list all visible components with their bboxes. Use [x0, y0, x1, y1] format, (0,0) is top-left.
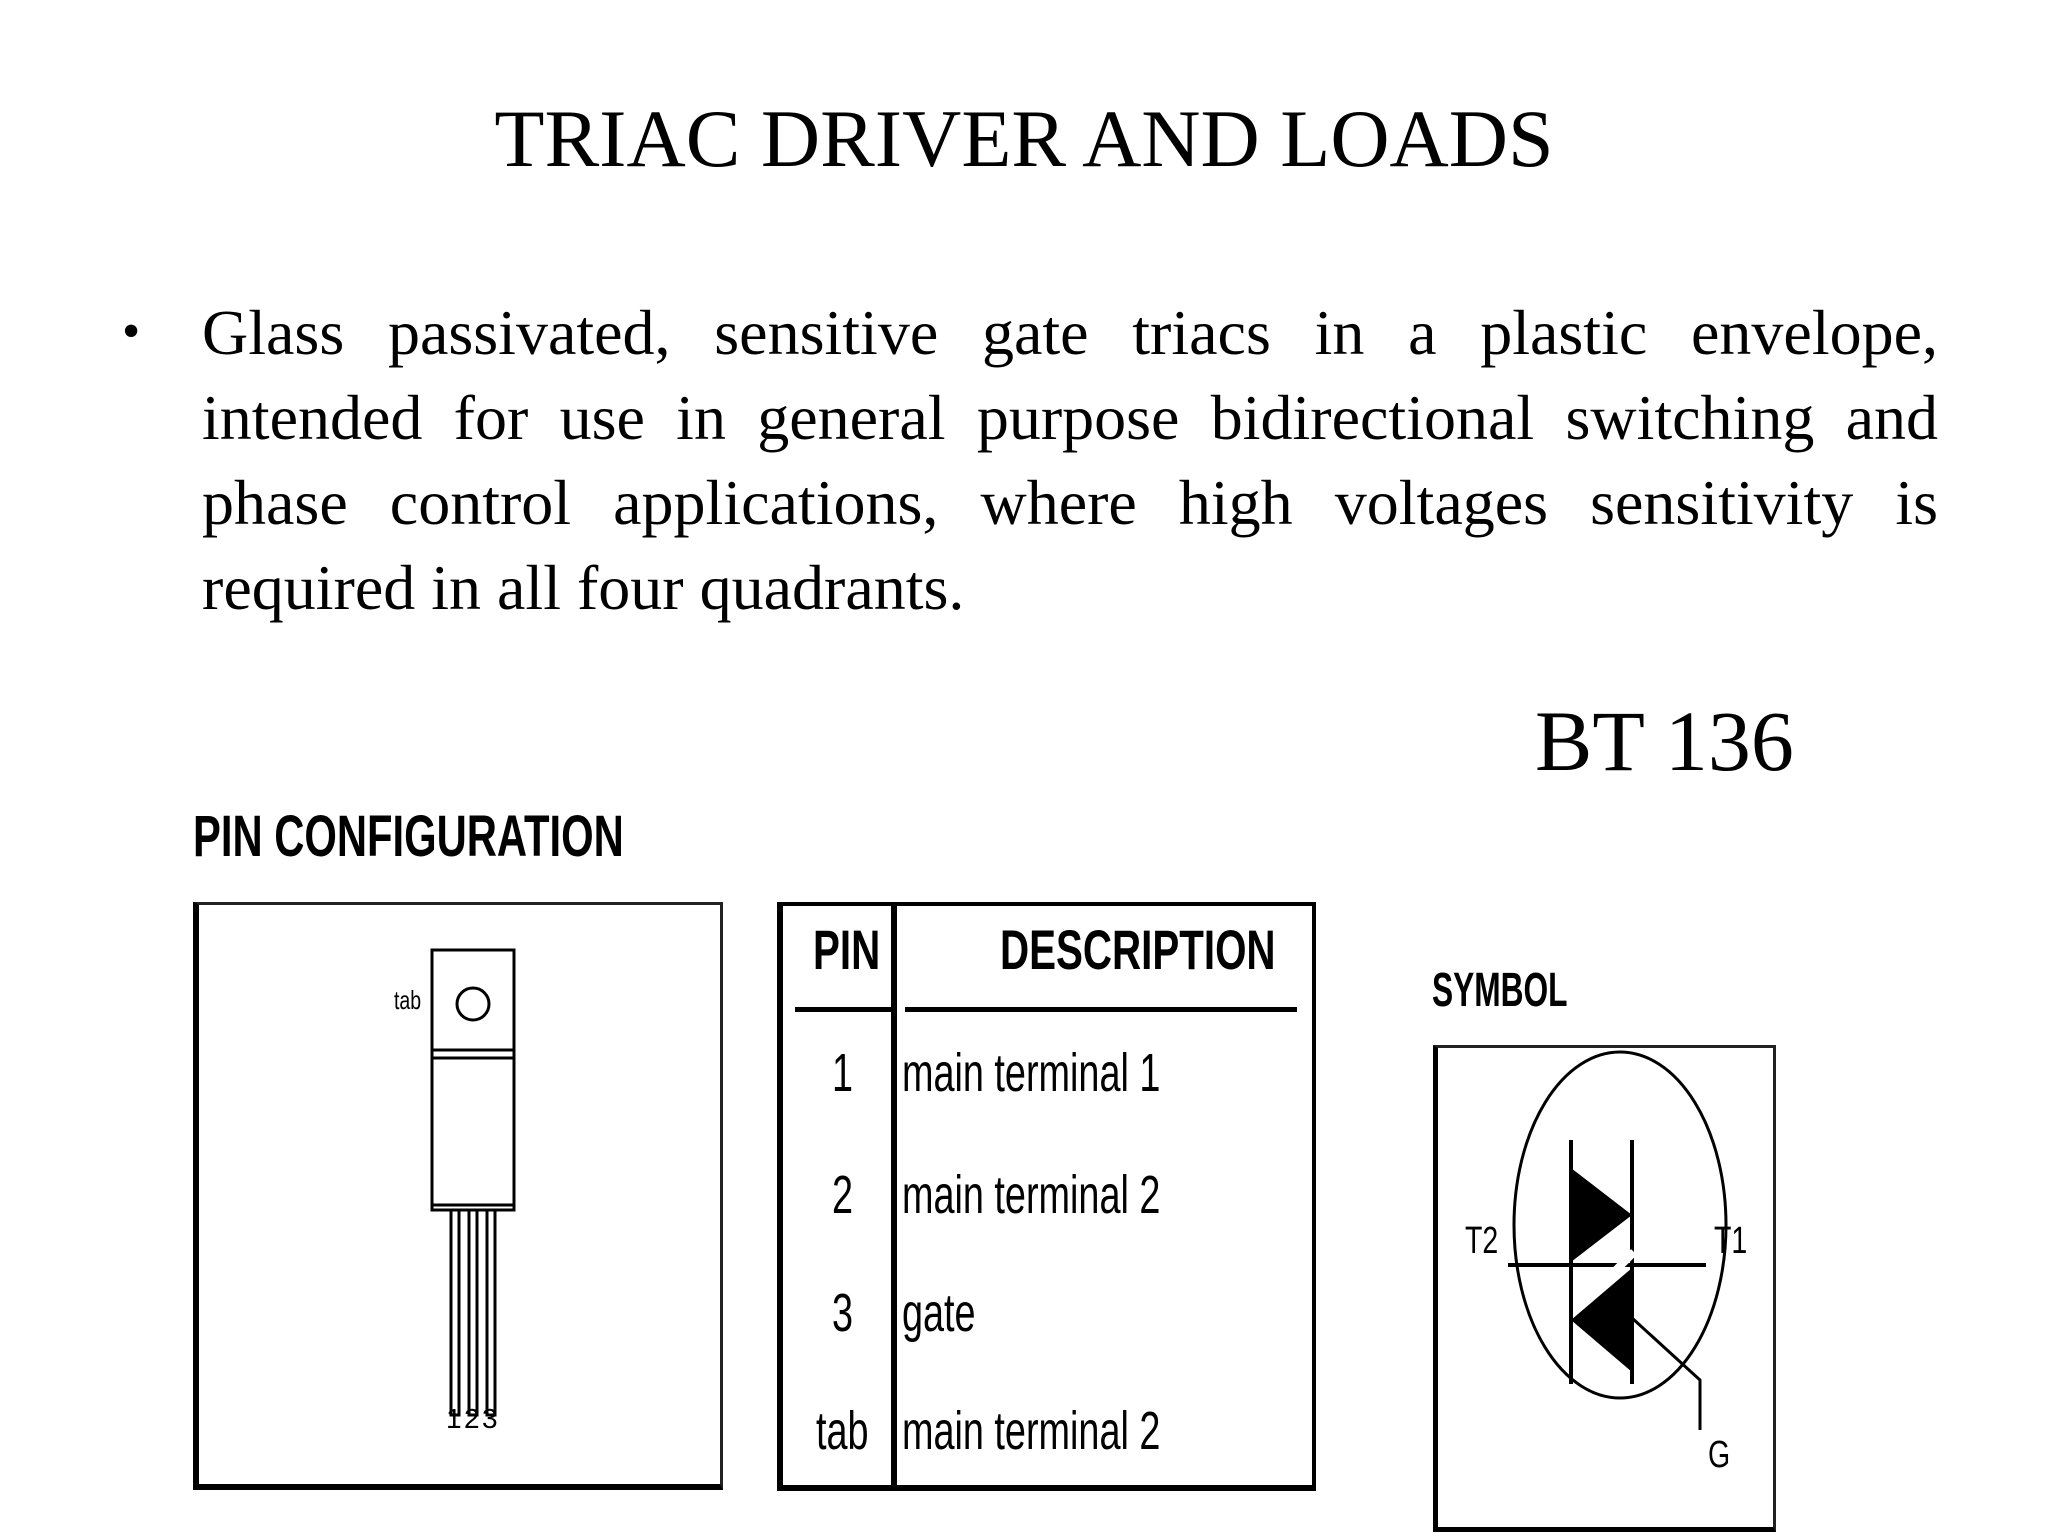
pin-configuration-heading: PIN CONFIGURATION [193, 804, 624, 869]
table-row-4-pin: tab [816, 1401, 869, 1461]
gate-label: G [1708, 1434, 1731, 1476]
lead-number-2: 2 [464, 1403, 480, 1434]
pin-table-divider [891, 902, 897, 1487]
description-column-header: DESCRIPTION [1000, 918, 1276, 981]
symbol-frame [1433, 1045, 1776, 1532]
slide-title: TRIAC DRIVER AND LOADS [494, 93, 1554, 184]
symbol-heading: SYMBOL [1432, 964, 1568, 1017]
part-number: BT 136 [1535, 693, 1794, 789]
lead-number-1: 1 [446, 1403, 462, 1434]
lead-number-3: 3 [482, 1403, 498, 1434]
pin-column-header: PIN [813, 918, 881, 981]
table-row-3-description: gate [902, 1283, 976, 1343]
t2-label: T2 [1465, 1220, 1499, 1262]
package-drawing-frame [193, 902, 723, 1490]
table-row-1-description: main terminal 1 [902, 1043, 1161, 1103]
table-row-3-pin: 3 [832, 1283, 854, 1343]
table-row-1-pin: 1 [832, 1043, 854, 1103]
pin-table [777, 902, 1316, 1491]
table-row-2-description: main terminal 2 [902, 1165, 1161, 1225]
table-row-2-pin: 2 [832, 1165, 854, 1225]
description-header-rule [905, 1007, 1297, 1012]
tab-label: tab [394, 985, 422, 1015]
pin-header-rule [795, 1007, 891, 1012]
bullet-marker: • [122, 303, 141, 360]
bullet-paragraph: Glass passivated, sensitive gate triacs … [202, 297, 1938, 623]
table-row-4-description: main terminal 2 [902, 1401, 1161, 1461]
t1-label: T1 [1714, 1220, 1748, 1262]
